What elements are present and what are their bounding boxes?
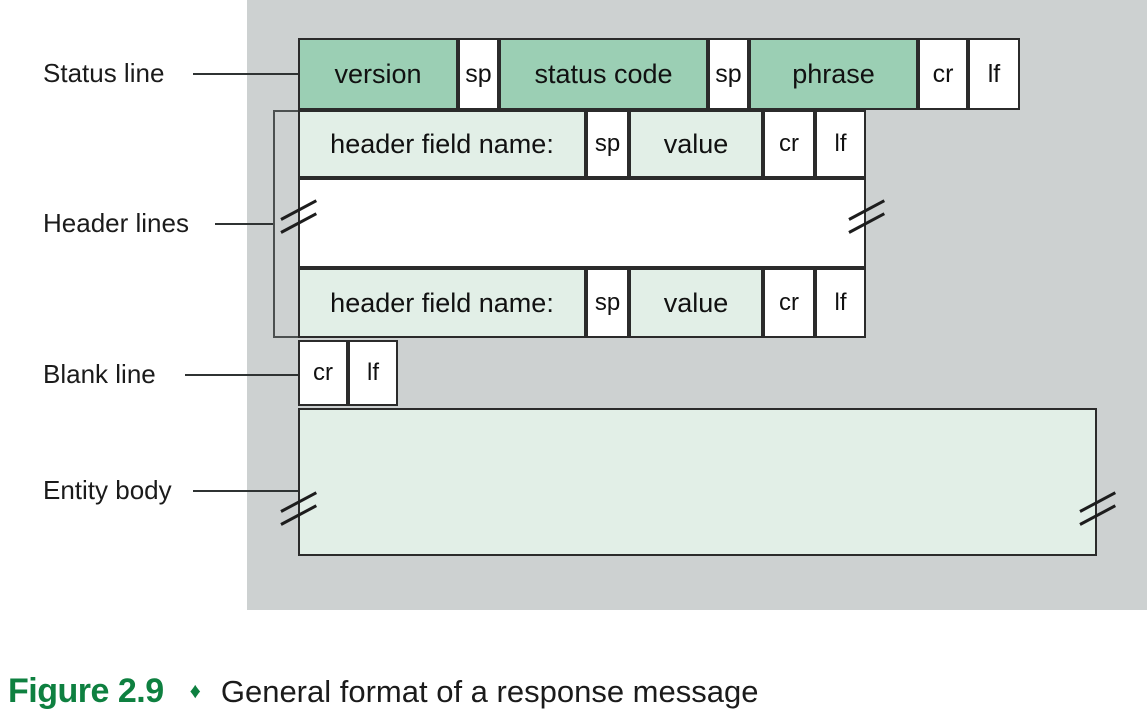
status-line-cell-sp-1: sp <box>458 38 499 110</box>
status-line-cell-sp-2: sp <box>708 38 749 110</box>
blank-line-cell-lf: lf <box>348 340 398 406</box>
leader-header-lines <box>215 223 273 225</box>
header-lines-bracket <box>273 110 298 338</box>
blank-line-cell-cr: cr <box>298 340 348 406</box>
figure-number: Figure 2.9 <box>8 672 164 710</box>
break-mark-header-gap-right <box>846 196 892 234</box>
header-line-1-cell-value: value <box>629 110 763 178</box>
header-line-1-cell-sp: sp <box>586 110 629 178</box>
header-line-1-cell-field-name: header field name: <box>298 110 586 178</box>
break-mark-entity-body-right <box>1077 488 1123 526</box>
header-line-2-cell-field-name: header field name: <box>298 268 586 338</box>
status-line-cell-version: version <box>298 38 458 110</box>
header-line-1-cell-lf: lf <box>815 110 866 178</box>
leader-entity-body <box>193 490 298 492</box>
break-mark-entity-body-left <box>278 488 324 526</box>
header-line-2-cell-value: value <box>629 268 763 338</box>
label-status-line: Status line <box>43 58 165 88</box>
status-line-cell-status-code: status code <box>499 38 708 110</box>
header-line-1-cell-cr: cr <box>763 110 815 178</box>
header-lines-continuation-gap <box>298 178 866 268</box>
status-line-cell-lf: lf <box>968 38 1020 110</box>
header-line-2-cell-cr: cr <box>763 268 815 338</box>
diamond-icon: ♦ <box>189 678 201 703</box>
leader-status-line <box>193 73 298 75</box>
label-header-lines: Header lines <box>43 208 189 238</box>
figure-title: General format of a response message <box>220 674 759 709</box>
status-line-cell-phrase: phrase <box>749 38 918 110</box>
header-line-2-cell-sp: sp <box>586 268 629 338</box>
label-entity-body: Entity body <box>43 475 172 505</box>
leader-blank-line <box>185 374 298 376</box>
figure-caption: Figure 2.9 ♦ General format of a respons… <box>8 672 758 711</box>
entity-body-box <box>298 408 1097 556</box>
label-blank-line: Blank line <box>43 359 156 389</box>
status-line-cell-cr: cr <box>918 38 968 110</box>
header-line-2-cell-lf: lf <box>815 268 866 338</box>
